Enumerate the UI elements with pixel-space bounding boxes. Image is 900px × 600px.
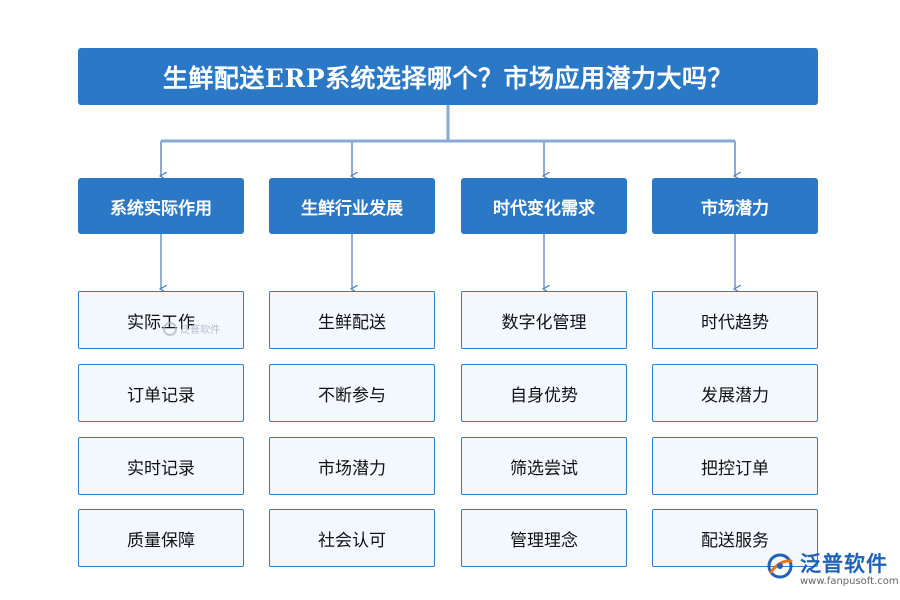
item-box: 配送服务 (652, 509, 818, 567)
item-box: 筛选尝试 (461, 437, 627, 495)
item-box: 市场潜力 (269, 437, 435, 495)
item-box: 把控订单 (652, 437, 818, 495)
watermark-text: 泛普软件 (180, 325, 220, 336)
item-box: 自身优势 (461, 364, 627, 422)
category-box-1: 生鲜行业发展 (269, 178, 435, 234)
item-box: 订单记录 (78, 364, 244, 422)
logo-name: 泛普软件 (800, 552, 888, 576)
fanpu-logo-icon (767, 553, 793, 579)
category-box-0: 系统实际作用 (78, 178, 244, 234)
item-box: 生鲜配送 (269, 291, 435, 349)
item-box: 发展潜力 (652, 364, 818, 422)
category-box-3: 市场潜力 (652, 178, 818, 234)
category-box-2: 时代变化需求 (461, 178, 627, 234)
watermark: 泛普软件 (163, 321, 220, 336)
watermark-logo-icon (163, 321, 177, 336)
diagram-title: 生鲜配送ERP系统选择哪个？市场应用潜力大吗？ (78, 48, 818, 105)
item-box: 实时记录 (78, 437, 244, 495)
item-box: 质量保障 (78, 509, 244, 567)
logo-url: www.fanpusoft.com (800, 576, 899, 587)
brand-logo: 泛普软件 www.fanpusoft.com (766, 552, 899, 588)
item-box: 数字化管理 (461, 291, 627, 349)
item-box: 不断参与 (269, 364, 435, 422)
item-box: 实际工作 (78, 291, 244, 349)
item-box: 社会认可 (269, 509, 435, 567)
item-box: 管理理念 (461, 509, 627, 567)
item-box: 时代趋势 (652, 291, 818, 349)
